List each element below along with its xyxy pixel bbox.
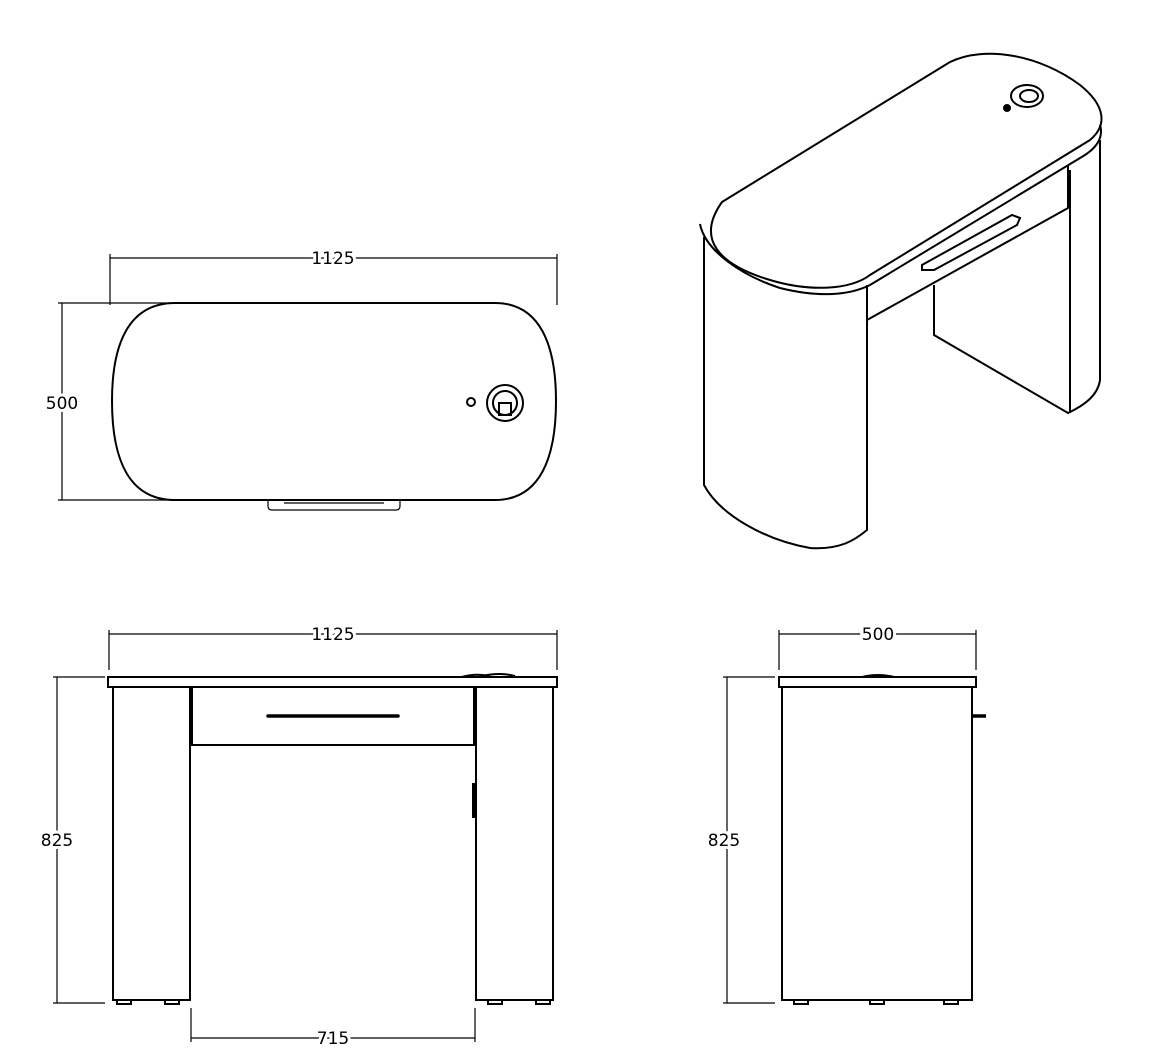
- tool-holder-outer: [486, 384, 524, 422]
- foot: [535, 999, 551, 1005]
- foot: [793, 999, 809, 1005]
- front-tabletop: [107, 676, 558, 688]
- iso-right-leg: [933, 140, 1101, 415]
- side-body: [781, 686, 973, 1001]
- front-height-label: 825: [41, 831, 73, 851]
- top-view: 1125 500: [43, 246, 558, 511]
- side-view: 500 825: [705, 622, 986, 1005]
- side-height-label: 825: [708, 831, 740, 851]
- front-tool-holder: [461, 673, 516, 678]
- iso-left-leg: [703, 237, 868, 550]
- foot: [487, 999, 503, 1005]
- front-right-leg: [475, 686, 554, 1001]
- foot: [943, 999, 959, 1005]
- iso-tool-holder: [1010, 84, 1044, 108]
- isometric-view: [699, 52, 1103, 550]
- iso-drawer-front: [866, 165, 1069, 321]
- front-view: 1125 825 715: [38, 622, 558, 1052]
- top-depth-label: 500: [46, 394, 78, 414]
- tabletop-outline: [110, 302, 558, 501]
- top-width-label: 1125: [311, 249, 354, 269]
- front-width-label: 1125: [311, 625, 354, 645]
- iso-tabletop: [710, 52, 1103, 289]
- foot: [869, 999, 885, 1005]
- front-drawer: [191, 686, 475, 746]
- front-gap-label: 715: [317, 1029, 349, 1049]
- side-tabletop: [778, 676, 977, 688]
- foot: [116, 999, 132, 1005]
- cable-hole: [466, 397, 476, 407]
- side-tool-holder: [861, 674, 895, 678]
- front-left-leg: [112, 686, 191, 1001]
- drawer-handle: [267, 500, 401, 511]
- iso-cable-hole: [1003, 104, 1011, 112]
- side-depth-label: 500: [862, 625, 894, 645]
- iso-tool-holder-inner: [1019, 89, 1039, 103]
- iso-handle: [921, 213, 1022, 271]
- iso-tabletop-edge: [699, 124, 1103, 296]
- tool-holder-slot: [498, 402, 512, 416]
- foot: [164, 999, 180, 1005]
